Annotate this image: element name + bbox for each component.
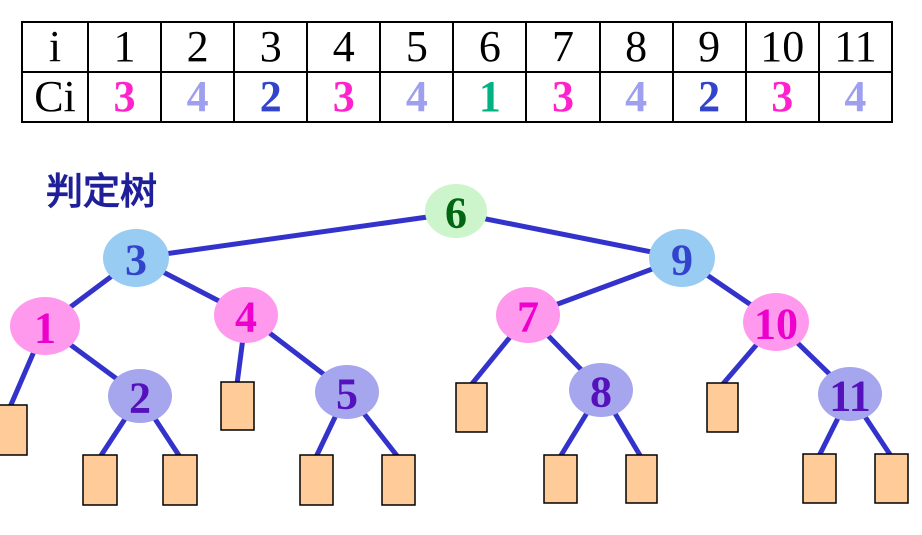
tree-node-label-11: 11 (829, 371, 871, 420)
ci-cell: 4 (598, 71, 674, 123)
i-cell: 10 (744, 21, 820, 73)
tree-node-1 (10, 297, 80, 355)
tree-node-label-3: 3 (125, 235, 147, 284)
tree-node-6 (425, 184, 487, 238)
tree-node-label-5: 5 (336, 369, 358, 418)
external-leaf-node (381, 454, 416, 506)
tree-node-2 (108, 369, 172, 423)
external-leaf-node (706, 382, 739, 433)
external-leaf-node (82, 454, 118, 506)
tree-node-5 (315, 365, 379, 419)
tree-node-4 (214, 287, 278, 343)
tree-edge (133, 210, 459, 261)
i-cell: 4 (306, 21, 382, 73)
comparison-count-table: i 1 2 3 4 5 6 7 8 9 10 11 Ci 3 4 2 3 4 1… (21, 21, 894, 123)
tree-node-11 (818, 367, 882, 421)
ci-cell: 2 (671, 71, 747, 123)
tree-node-label-10: 10 (754, 299, 798, 348)
tree-node-label-4: 4 (235, 292, 257, 341)
external-leaf-node (220, 381, 255, 431)
ci-cell: 3 (525, 71, 601, 123)
external-leaf-node (802, 453, 837, 504)
i-cell: 6 (452, 21, 528, 73)
external-leaf-node (299, 454, 334, 506)
tree-node-10 (743, 293, 809, 351)
ci-cell: 3 (744, 71, 820, 123)
external-leaf-node (162, 454, 198, 506)
i-cell: 2 (160, 21, 236, 73)
tree-node-8 (569, 363, 633, 417)
external-leaf-node (625, 454, 658, 504)
external-leaf-node (543, 454, 578, 504)
i-cell: 8 (598, 21, 674, 73)
table-row-ci: Ci 3 4 2 3 4 1 3 4 2 3 4 (21, 71, 894, 123)
tree-node-label-7: 7 (517, 292, 539, 341)
table-row-i: i 1 2 3 4 5 6 7 8 9 10 11 (21, 21, 894, 73)
ci-cell: 4 (817, 71, 894, 123)
ci-cell: 4 (160, 71, 236, 123)
ci-cell: 2 (233, 71, 309, 123)
row-label-ci: Ci (21, 71, 89, 123)
ci-cell: 3 (86, 71, 163, 123)
ci-cell: 3 (306, 71, 382, 123)
tree-node-label-8: 8 (590, 367, 612, 416)
decision-tree-title: 判定树 (46, 171, 157, 212)
tree-edge (453, 210, 685, 261)
row-label-i: i (21, 21, 89, 73)
tree-node-7 (496, 287, 560, 343)
external-leaf-node (0, 404, 28, 456)
ci-cell: 4 (379, 71, 455, 123)
i-cell: 1 (86, 21, 163, 73)
i-cell: 5 (379, 21, 455, 73)
i-cell: 11 (817, 21, 894, 73)
i-cell: 3 (233, 21, 309, 73)
ci-cell: 1 (452, 71, 528, 123)
i-cell: 9 (671, 21, 747, 73)
tree-node-label-9: 9 (671, 235, 693, 284)
i-cell: 7 (525, 21, 601, 73)
tree-node-9 (649, 229, 715, 287)
external-leaf-node (874, 453, 909, 504)
external-leaf-node (455, 382, 488, 433)
tree-node-3 (103, 229, 169, 287)
tree-node-label-2: 2 (129, 373, 151, 422)
tree-node-label-1: 1 (34, 303, 56, 352)
tree-node-label-6: 6 (445, 188, 467, 237)
